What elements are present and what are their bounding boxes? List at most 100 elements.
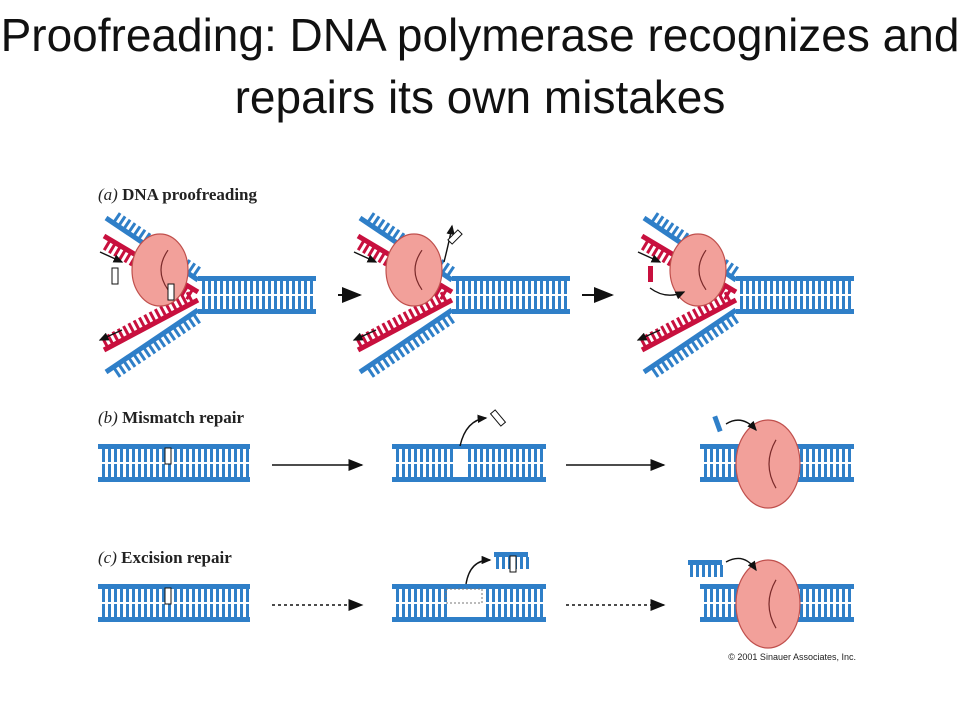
dna-base-top — [510, 449, 513, 462]
dna-base-bottom — [486, 604, 489, 617]
dna-base-top — [132, 449, 135, 462]
dna-base-top — [794, 281, 797, 294]
dna-base-arm — [689, 339, 700, 351]
dna-base-top — [426, 589, 429, 602]
dna-base-bottom — [528, 464, 531, 477]
dna-base-arm — [729, 265, 739, 278]
dna-base-arm — [366, 366, 376, 378]
new-fragment-base — [714, 565, 717, 577]
dna-base-bottom — [462, 296, 465, 309]
dna-backbone-top — [198, 276, 316, 281]
synthesis-direction-arrow — [353, 251, 378, 263]
dna-base-arm — [665, 356, 675, 368]
dna-base-bottom — [408, 464, 411, 477]
dna-base-bottom — [144, 604, 147, 617]
dna-base-top — [234, 449, 237, 462]
dna-base-top — [438, 449, 441, 462]
mismatched-base — [164, 447, 172, 465]
dna-base-bottom — [528, 296, 531, 309]
dna-base-top — [156, 449, 159, 462]
panel-letter-a: (a) — [98, 185, 118, 204]
dna-polymerase-enzyme — [735, 559, 801, 649]
dna-base-bottom — [516, 296, 519, 309]
panel-name-a: DNA proofreading — [122, 185, 257, 204]
dna-base-top — [180, 449, 183, 462]
dna-base-arm — [185, 291, 195, 304]
dna-base-top — [120, 449, 123, 462]
dna-base-arm — [122, 359, 132, 372]
new-fragment-base — [702, 565, 705, 577]
dna-base-arm — [434, 285, 443, 297]
dna-base-bottom — [198, 604, 201, 617]
dna-base-top — [776, 281, 779, 294]
dna-base-top — [222, 449, 225, 462]
dna-base-bottom — [788, 296, 791, 309]
dna-base-top — [528, 281, 531, 294]
synthesis-direction-arrow — [99, 251, 124, 263]
dna-base-arm — [402, 311, 411, 324]
mismatch-duplex-3 — [700, 415, 854, 509]
dna-base-arm — [640, 239, 650, 251]
dna-base-top — [498, 449, 501, 462]
dna-base-arm — [372, 248, 382, 261]
dna-base-bottom — [510, 464, 513, 477]
dna-base-top — [474, 449, 477, 462]
dna-base-top — [402, 589, 405, 602]
dna-base-top — [540, 589, 543, 602]
insertion-arrow — [725, 557, 757, 572]
dna-base-arm — [440, 262, 450, 275]
dna-base-bottom — [830, 464, 833, 477]
removal-arrow — [465, 555, 492, 585]
dna-base-arm — [660, 359, 670, 372]
dna-base-arm — [117, 215, 127, 228]
mismatched-base — [509, 555, 517, 573]
dna-base-arm — [685, 342, 695, 355]
excised-fragment-base — [496, 557, 499, 569]
dna-base-bottom — [408, 604, 411, 617]
dna-base-arm — [166, 329, 177, 341]
dna-base-arm — [407, 308, 417, 321]
dna-base-arm — [392, 316, 401, 329]
dna-base-arm — [676, 316, 685, 329]
mismatch-duplex-2 — [392, 409, 546, 482]
dna-polymerase-enzyme — [735, 419, 801, 509]
dna-base-arm — [397, 314, 406, 327]
dna-base-top — [456, 281, 459, 294]
dna-base-arm — [670, 225, 680, 238]
dna-base-top — [220, 281, 223, 294]
dna-base-top — [216, 449, 219, 462]
dna-base-bottom — [310, 296, 313, 309]
dna-base-arm — [650, 366, 660, 378]
dna-base-top — [806, 589, 809, 602]
dna-base-bottom — [108, 604, 111, 617]
dna-base-bottom — [740, 296, 743, 309]
dna-base-top — [522, 589, 525, 602]
dna-base-top — [818, 589, 821, 602]
dna-base-bottom — [280, 296, 283, 309]
dna-base-top — [504, 449, 507, 462]
dna-polymerase-enzyme — [669, 233, 727, 307]
dna-base-top — [818, 449, 821, 462]
dna-base-arm — [660, 325, 669, 338]
dna-base-bottom — [286, 296, 289, 309]
dna-base-bottom — [710, 464, 713, 477]
dna-base-top — [836, 589, 839, 602]
dna-base-top — [546, 281, 549, 294]
dna-base-arm — [415, 332, 426, 345]
dna-base-top — [396, 449, 399, 462]
dna-base-bottom — [824, 464, 827, 477]
dna-base-top — [710, 449, 713, 462]
dna-base-top — [504, 589, 507, 602]
dna-base-arm — [405, 339, 416, 351]
dna-base-top — [534, 449, 537, 462]
dna-base-top — [480, 449, 483, 462]
dna-base-bottom — [222, 464, 225, 477]
dna-base-top — [764, 281, 767, 294]
page-title: Proofreading: DNA polymerase recognizes … — [0, 9, 960, 123]
dna-base-top — [842, 281, 845, 294]
dna-base-bottom — [812, 464, 815, 477]
dna-base-arm — [686, 311, 695, 324]
new-fragment-base — [690, 565, 693, 577]
dna-base-bottom — [728, 464, 731, 477]
